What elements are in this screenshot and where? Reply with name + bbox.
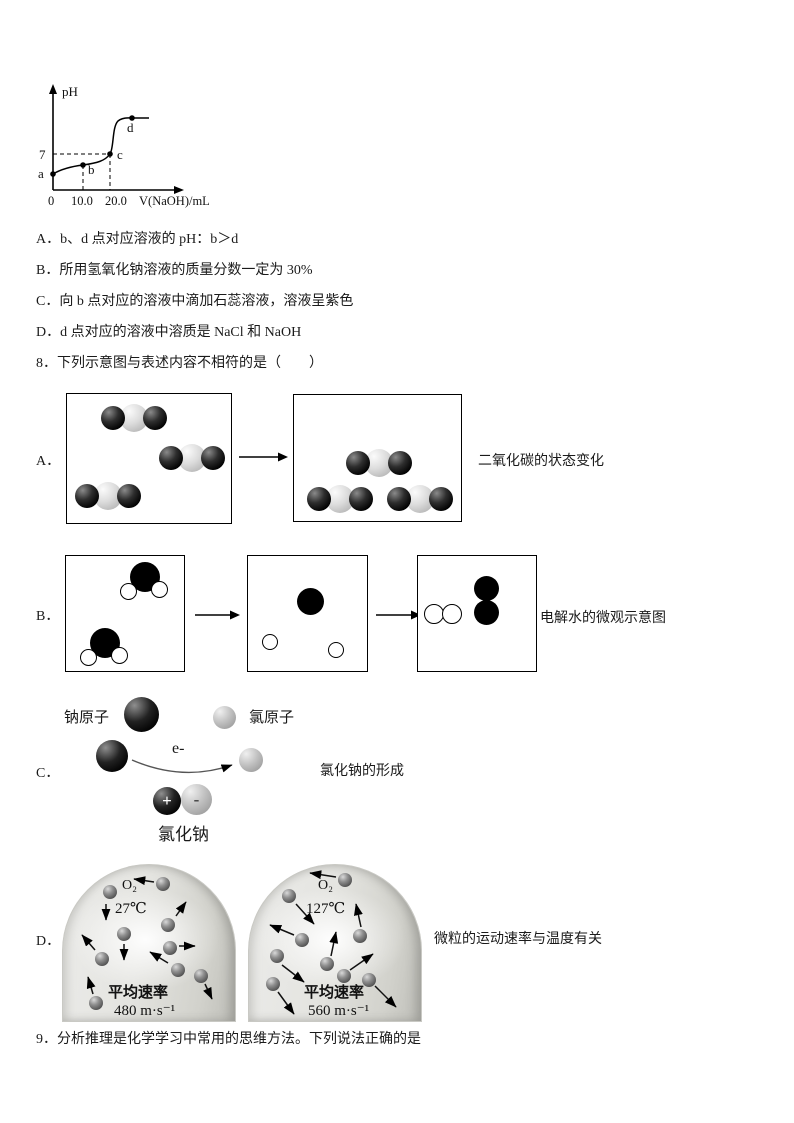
q9-stem: 9．分析推理是化学学习中常用的思维方法。下列说法正确的是: [36, 1032, 421, 1047]
ph-titration-graph: pH 7 a b c d 0 10.0 20.0 V(NaOH)/mL: [38, 84, 210, 208]
co2-molecule: [307, 485, 373, 513]
q7-option-b: B．所用氢氧化钠溶液的质量分数一定为 30%: [36, 263, 313, 278]
q8-option-d-caption: 微粒的运动速率与温度有关: [434, 932, 602, 947]
o2-molecule-atom: [474, 600, 499, 625]
q8-option-d-label: D．: [36, 934, 61, 949]
right-arrow-icon: [195, 610, 240, 620]
flask-27c-rate-label: 平均速率: [108, 985, 169, 1001]
q8a-solid-box: [293, 394, 462, 522]
co2-molecule: [387, 485, 453, 513]
co2-molecule: [101, 404, 167, 432]
co2-molecule: [159, 444, 225, 472]
chloride-ion: -: [181, 784, 212, 815]
graph-y-axis-label: pH: [62, 84, 78, 99]
point-a-dot: [50, 171, 56, 177]
q8b-products-box: [417, 555, 537, 672]
oxygen-atom: [297, 588, 324, 615]
cl-atom-label: 氯原子: [249, 710, 295, 726]
chlorine-atom: [239, 748, 263, 772]
flask-127c-rate-value: 560 m·s⁻¹: [308, 1003, 370, 1019]
point-d-label: d: [127, 120, 134, 135]
chlorine-atom: [213, 706, 236, 729]
graph-tick-0: 0: [48, 194, 54, 208]
point-c-dot: [107, 151, 113, 157]
q7-option-c: C．向 b 点对应的溶液中滴加石蕊溶液，溶液呈紫色: [36, 294, 354, 309]
right-arrow-icon: [239, 452, 288, 462]
y-axis-arrow-icon: [49, 84, 57, 94]
co2-molecule: [75, 482, 141, 510]
q8b-water-box: [65, 555, 185, 672]
flask-27c-rate-value: 480 m·s⁻¹: [114, 1003, 176, 1019]
q8a-gas-box: [66, 393, 232, 524]
flask-27c-particles: [81, 876, 213, 1010]
hydrogen-atom: [262, 634, 278, 650]
q8-option-b-label: B．: [36, 609, 60, 624]
h2o-molecule: [120, 562, 170, 602]
point-b-dot: [80, 162, 86, 168]
q8-option-c-label: C．: [36, 766, 60, 781]
o2-molecule-atom: [474, 576, 499, 601]
hydrogen-atom: [328, 642, 344, 658]
point-c-label: c: [117, 147, 123, 162]
flask-27c: O₂ 27℃ 平均速率 480 m·s⁻¹: [62, 864, 236, 1022]
sodium-ion: +: [153, 787, 181, 815]
nacl-label: 氯化钠: [158, 825, 209, 844]
co2-molecule: [346, 449, 412, 477]
flask-127c-gas: O₂: [318, 878, 333, 893]
q7-option-a: A．b、d 点对应溶液的 pH：b＞d: [36, 232, 239, 247]
h2o-molecule: [80, 628, 130, 668]
graph-tick-10: 10.0: [71, 194, 93, 208]
flask-27c-temp: 27℃: [115, 901, 147, 917]
h2-molecule-atom: [424, 604, 444, 624]
flask-127c: O₂ 127℃ 平均速率 560 m·s⁻¹: [248, 864, 422, 1022]
sodium-atom: [124, 697, 159, 732]
electron-label: e-: [172, 740, 185, 757]
q8-option-a-label: A．: [36, 454, 61, 469]
sodium-atom: [96, 740, 128, 772]
graph-x-axis-label: V(NaOH)/mL: [139, 194, 210, 208]
flask-27c-gas: O₂: [122, 878, 137, 893]
q8-option-c-caption: 氯化钠的形成: [320, 764, 404, 779]
point-b-label: b: [88, 162, 95, 177]
flask-127c-rate-label: 平均速率: [304, 985, 365, 1001]
x-axis-arrow-icon: [174, 186, 184, 194]
right-arrow-icon: [376, 610, 421, 620]
graph-tick-7: 7: [39, 147, 46, 162]
na-atom-label: 钠原子: [64, 710, 110, 726]
q8-option-b-caption: 电解水的微观示意图: [540, 611, 666, 626]
graph-tick-20: 20.0: [105, 194, 127, 208]
q8-option-a-caption: 二氧化碳的状态变化: [478, 454, 604, 469]
q8b-atoms-box: [247, 555, 368, 672]
dashed-guides: [53, 153, 111, 190]
flask-127c-temp: 127℃: [306, 901, 346, 917]
q8-stem: 8．下列示意图与表述内容不相符的是（ ）: [36, 356, 323, 371]
h2-molecule-atom: [442, 604, 462, 624]
q7-option-d: D．d 点对应的溶液中溶质是 NaCl 和 NaOH: [36, 325, 302, 340]
point-d-dot: [129, 115, 135, 121]
flask-127c-particles: [266, 870, 397, 1015]
point-a-label: a: [38, 166, 44, 181]
titration-curve: [52, 117, 149, 175]
electron-transfer-arrow: [131, 759, 233, 774]
